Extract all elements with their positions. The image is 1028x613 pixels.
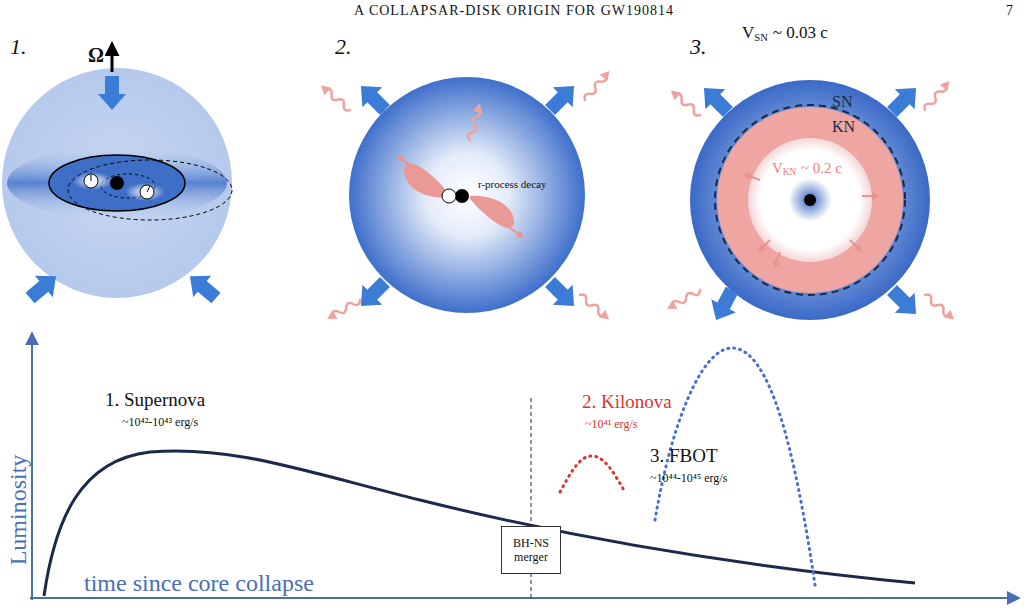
drawing-part bbox=[715, 105, 905, 295]
drawing-part bbox=[743, 170, 762, 183]
drawing-part bbox=[847, 237, 865, 255]
drawing-part bbox=[755, 237, 773, 255]
box-text: BH-NS merger bbox=[504, 536, 558, 565]
drawing-part bbox=[404, 163, 448, 198]
ejecta-label: KN bbox=[832, 118, 855, 136]
label-text: V bbox=[742, 23, 754, 42]
label-text: V bbox=[772, 160, 783, 176]
rotation-symbol: Ω bbox=[88, 44, 104, 66]
drawing-part bbox=[318, 82, 354, 114]
curve-label: 3. FBOT bbox=[650, 446, 718, 467]
drawing-part bbox=[21, 265, 65, 308]
drawing-part bbox=[921, 78, 953, 114]
drawing-part bbox=[668, 87, 704, 119]
drawing-part bbox=[351, 272, 395, 316]
process-note: r-process decay bbox=[478, 178, 547, 190]
drawing-part bbox=[31, 334, 33, 600]
drawing-part bbox=[540, 76, 584, 120]
drawing-part bbox=[465, 102, 484, 141]
drawing-part bbox=[581, 68, 613, 104]
drawing-part bbox=[111, 44, 114, 72]
drawing-part bbox=[110, 176, 124, 190]
label-text: ~ 0.2 c bbox=[801, 160, 842, 176]
drawing-part bbox=[30, 597, 1018, 599]
axis-label: time since core collapse bbox=[84, 570, 314, 596]
panel-fbot bbox=[665, 78, 958, 327]
drawing-part bbox=[577, 291, 613, 323]
drawing-part bbox=[73, 172, 113, 190]
drawing-part bbox=[470, 196, 514, 228]
drawing-part bbox=[68, 160, 232, 220]
drawing-part bbox=[181, 265, 225, 308]
panel-number: 1. bbox=[10, 35, 27, 59]
drawing-part bbox=[125, 183, 165, 201]
drawing-part bbox=[748, 138, 872, 262]
label-text: ~ 0.03 c bbox=[773, 23, 828, 42]
running-header: A COLLAPSAR-DISK ORIGIN FOR GW190814 bbox=[354, 3, 674, 18]
light-curve-plot bbox=[30, 334, 1018, 600]
subscript: SN bbox=[754, 32, 767, 43]
axis-label: Luminosity bbox=[5, 455, 31, 566]
luminosity-value: ~10⁴¹ erg/s bbox=[585, 418, 637, 431]
drawing-part bbox=[44, 451, 915, 596]
panel-number: 2. bbox=[335, 35, 352, 59]
drawing-part bbox=[2, 68, 232, 298]
drawing-part bbox=[508, 225, 527, 241]
panel-number: 3. bbox=[690, 35, 707, 59]
drawing-part bbox=[882, 78, 926, 122]
drawing-part bbox=[560, 456, 625, 492]
drawing-part bbox=[862, 192, 879, 200]
curve-label: 2. Kilonova bbox=[582, 392, 672, 413]
drawing-part bbox=[140, 185, 154, 199]
panel-kilonova bbox=[318, 68, 614, 324]
drawing-part bbox=[717, 107, 903, 293]
drawing-part bbox=[394, 152, 413, 168]
drawing-part bbox=[349, 77, 585, 313]
drawing-part bbox=[704, 283, 745, 326]
drawing-part bbox=[91, 175, 92, 181]
curve-label: 1. Supernova bbox=[105, 390, 205, 411]
velocity-label: VKN ~ 0.2 c bbox=[772, 160, 842, 178]
drawing-part bbox=[49, 155, 185, 211]
drawing-part bbox=[882, 280, 926, 324]
drawing-part bbox=[442, 189, 456, 203]
drawing-part bbox=[665, 286, 703, 314]
drawing-part bbox=[7, 147, 227, 219]
drawing-part bbox=[655, 348, 815, 585]
ejecta-label: SN bbox=[832, 93, 852, 111]
drawing-part bbox=[804, 194, 816, 206]
panel-collapse bbox=[2, 44, 232, 309]
drawing-part bbox=[84, 174, 98, 188]
event-box: BH-NS merger bbox=[501, 526, 561, 574]
page-number: 7 bbox=[1006, 3, 1013, 18]
drawing-part bbox=[770, 251, 783, 270]
drawing-part bbox=[98, 76, 126, 110]
drawing-part bbox=[922, 291, 958, 323]
drawing-part bbox=[540, 272, 584, 316]
drawing-part bbox=[351, 76, 395, 120]
drawing-part bbox=[147, 186, 150, 192]
drawing-part bbox=[455, 189, 469, 203]
drawing-part bbox=[690, 80, 930, 320]
subscript: KN bbox=[783, 167, 796, 177]
velocity-label: VSN ~ 0.03 c bbox=[742, 24, 828, 43]
drawing-part bbox=[325, 296, 363, 324]
luminosity-value: ~10⁴⁴-10⁴⁵ erg/s bbox=[650, 472, 727, 485]
luminosity-value: ~10⁴²-10⁴³ erg/s bbox=[122, 416, 198, 429]
